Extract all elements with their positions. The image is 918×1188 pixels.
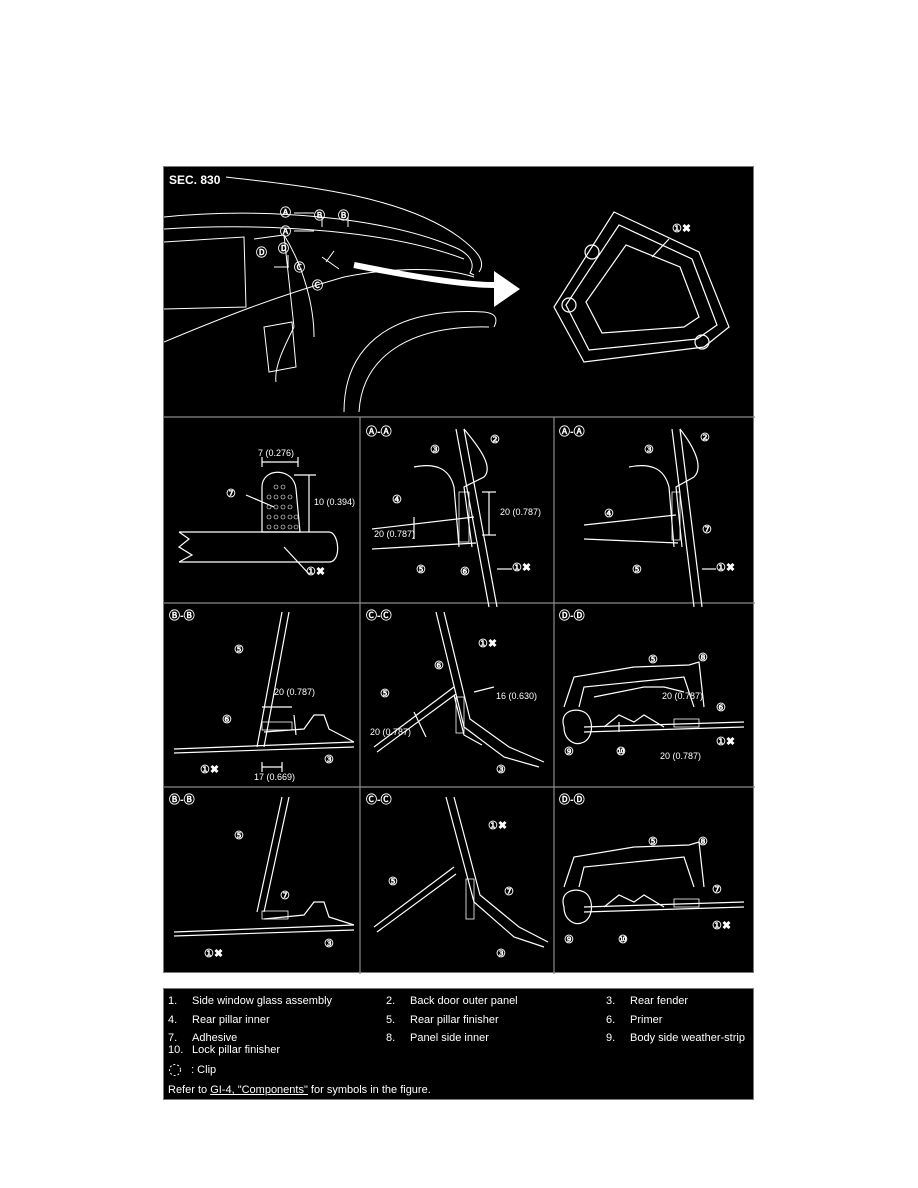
callout-10: ⑩: [616, 746, 626, 758]
legend-item: 5.Rear pillar finisher: [386, 1014, 499, 1026]
refer-note: Refer to GI-4, "Components" for symbols …: [168, 1084, 431, 1096]
dimension-label: 20 (0.787): [662, 691, 704, 701]
dimension-label: 16 (0.630): [496, 691, 538, 701]
callout-3: ③: [324, 754, 334, 766]
dimension-label: 20 (0.787): [500, 507, 542, 517]
dimension-label: 20 (0.787): [660, 751, 702, 761]
section-aa-2: [583, 428, 716, 608]
clip-icon: [169, 1064, 181, 1076]
dimension-label: 20 (0.787): [374, 529, 416, 539]
dimension-label: 20 (0.787): [370, 727, 412, 737]
callout-1: ①✖: [488, 820, 508, 832]
callout-2: ②: [700, 432, 710, 444]
callout-1: ①✖: [478, 638, 498, 650]
callout-5: ⑤: [388, 876, 398, 888]
dimension-label: 10 (0.394): [314, 497, 356, 507]
marker-b: Ⓑ: [314, 210, 325, 222]
marker-c: Ⓒ: [294, 262, 305, 274]
legend-item: 7.Adhesive: [168, 1032, 238, 1044]
section-label: SEC. 830: [169, 173, 221, 187]
installation-diagram: SEC. 830 Ⓐ Ⓐ Ⓑ Ⓑ Ⓓ Ⓓ Ⓒ Ⓒ ①✖ Ⓐ-Ⓐ Ⓐ-Ⓐ Ⓑ-Ⓑ …: [163, 166, 755, 974]
callout-1: ①✖: [306, 566, 326, 578]
section-aa-1: [371, 428, 512, 608]
section-bb-1: [173, 611, 355, 772]
callout-3: ③: [430, 444, 440, 456]
legend-item: 2.Back door outer panel: [386, 995, 518, 1007]
callout-5: ⑤: [648, 836, 658, 848]
adhesive-profile: [177, 457, 339, 575]
callout-1: ①✖: [712, 920, 732, 932]
marker-d: Ⓓ: [256, 247, 267, 259]
callout-5: ⑤: [632, 564, 642, 576]
callout-5: ⑤: [234, 830, 244, 842]
view-title: Ⓓ-Ⓓ: [559, 610, 585, 622]
parts-legend: 1.Side window glass assembly 2.Back door…: [163, 988, 754, 1100]
section-dd-2: [562, 841, 745, 925]
callout-5: ⑤: [234, 644, 244, 656]
callout-10: ⑩: [618, 934, 628, 946]
legend-item: 6.Primer: [606, 1014, 663, 1026]
callout-1: ①✖: [200, 764, 220, 776]
components-link[interactable]: GI-4, "Components": [210, 1084, 308, 1096]
callout-4: ④: [604, 508, 614, 520]
legend-item: 1.Side window glass assembly: [168, 995, 333, 1007]
callout-6: ⑥: [434, 660, 444, 672]
callout-3: ③: [496, 764, 506, 776]
marker-b: Ⓑ: [338, 210, 349, 222]
callout-8: ⑧: [698, 836, 708, 848]
section-dd-1: [562, 661, 745, 745]
callout-5: ⑤: [380, 688, 390, 700]
view-title: Ⓐ-Ⓐ: [559, 426, 585, 438]
legend-item: 8.Panel side inner: [386, 1032, 489, 1044]
callout-7: ⑦: [280, 890, 290, 902]
callout-5: ⑤: [416, 564, 426, 576]
view-title: Ⓐ-Ⓐ: [366, 426, 392, 438]
callout-8: ⑧: [698, 652, 708, 664]
clip-legend: : Clip: [168, 1063, 216, 1077]
legend-item: 10.Lock pillar finisher: [168, 1044, 281, 1056]
glass-assembly-drawing: [553, 211, 730, 363]
section-cc-2: [373, 796, 549, 948]
view-title: Ⓑ-Ⓑ: [169, 610, 195, 622]
legend-item: 9.Body side weather-strip: [606, 1032, 745, 1044]
callout-6: ⑥: [716, 702, 726, 714]
callout-9: ⑨: [564, 746, 574, 758]
callout-1: ①✖: [672, 223, 692, 235]
callout-7: ⑦: [226, 488, 236, 500]
dimension-label: 20 (0.787): [274, 687, 316, 697]
callout-1: ①✖: [716, 736, 736, 748]
section-cc-1: [373, 611, 545, 768]
callout-4: ④: [392, 494, 402, 506]
callout-5: ⑤: [648, 654, 658, 666]
callout-7: ⑦: [702, 524, 712, 536]
marker-a: Ⓐ: [280, 207, 291, 219]
callout-6: ⑥: [222, 714, 232, 726]
diagram-drawing: [164, 176, 755, 974]
dimension-label: 17 (0.669): [254, 772, 296, 782]
dimension-label: 7 (0.276): [258, 448, 295, 458]
callout-2: ②: [490, 434, 500, 446]
callout-3: ③: [324, 938, 334, 950]
view-title: Ⓒ-Ⓒ: [366, 794, 392, 806]
callout-1: ①✖: [512, 562, 532, 574]
callout-1: ①✖: [716, 562, 736, 574]
marker-c: Ⓒ: [312, 280, 323, 292]
callout-7: ⑦: [504, 886, 514, 898]
marker-a: Ⓐ: [280, 226, 291, 238]
callout-1: ①✖: [204, 948, 224, 960]
view-title: Ⓓ-Ⓓ: [559, 794, 585, 806]
legend-item: 4.Rear pillar inner: [168, 1014, 270, 1026]
callout-7: ⑦: [712, 884, 722, 896]
section-bb-2: [173, 796, 355, 937]
callout-6: ⑥: [460, 566, 470, 578]
car-rear-overview: [164, 176, 497, 413]
callout-9: ⑨: [564, 934, 574, 946]
view-title: Ⓑ-Ⓑ: [169, 794, 195, 806]
callout-3: ③: [496, 948, 506, 960]
view-title: Ⓒ-Ⓒ: [366, 610, 392, 622]
legend-item: 3.Rear fender: [606, 995, 689, 1007]
marker-d: Ⓓ: [278, 243, 289, 255]
callout-3: ③: [644, 444, 654, 456]
